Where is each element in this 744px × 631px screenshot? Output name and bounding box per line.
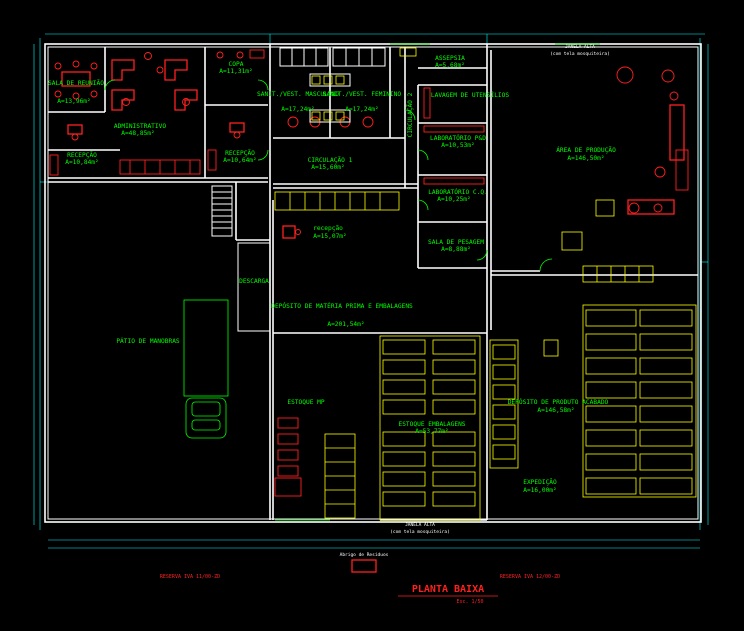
area-sala-pesagem: A=8,88m² [441,246,471,253]
room-estoque-mp: ESTOQUE MP [287,399,325,406]
room-assepsia: ASSEPSIA [435,55,465,62]
room-recepcao-deposito: recepção [313,225,343,232]
room-descarga: DESCARGA [239,278,269,285]
bottom-note-right: RESERVA IVA 12/00-ZD [500,574,560,580]
area-estoque-emb: A=53,77m² [415,428,449,435]
room-circulacao-1: CIRCULAÇÃO 1 [308,155,353,164]
room-circulacao-2: CIRCULAÇÃO 2 [405,92,414,137]
room-vest-fem: SANIT./VEST. FEMININO [323,91,402,98]
janela-bottom-label: JANELA ALTA [405,522,435,528]
area-vest-fem: A=17,24m² [345,106,379,113]
dimension-lines [33,33,709,549]
drawing-scale: Esc. 1/50 [456,599,483,605]
abrigo-label: Abrigo de Resíduos [340,551,389,558]
sanitary-fixtures [311,47,417,121]
sanitary-stalls [279,47,386,123]
janela-top-label: JANELA ALTA [565,44,595,50]
drawing-title: PLANTA BAIXA [412,584,484,595]
room-recepcao-2: RECEPÇÃO [225,148,255,157]
area-assepsia: A=5,68m² [435,62,465,69]
area-copa: A=11,31m² [219,68,253,75]
descarga-dock [237,242,271,332]
area-deposito-pa: A=146,58m² [537,407,574,414]
area-lab-pad: A=10,53m² [441,142,475,149]
room-area-producao: ÁREA DE PRODUÇÃO [556,145,616,154]
room-vest-masc: SANIT./VEST. MASCULINO [257,91,339,98]
room-lavagem: LAVAGEM DE UTENSÍLIOS [431,90,510,99]
room-sala-pesagem: SALA DE PESAGEM [428,239,484,246]
exterior-walls [44,43,702,523]
area-recepcao-deposito: A=15,07m² [313,233,347,240]
room-copa: COPA [229,61,244,68]
room-patio: PÁTIO DE MANOBRAS [116,336,180,345]
truck-symbol [183,299,229,439]
area-sala-reuniao: A=13,96m² [57,98,91,105]
abrigo-residuos-box [351,559,377,573]
office-furniture [49,49,689,239]
janela-bottom-note: (com tela mosquiteira) [390,529,450,535]
estoque-mp-boxes [274,417,302,497]
pallet-racks [274,191,697,521]
room-recepcao-1: RECEPÇÃO [67,150,97,159]
area-area-producao: A=146,50m² [567,155,604,162]
area-recepcao-2: A=10,64m² [223,157,257,164]
area-expedicao: A=16,00m² [523,487,557,494]
room-administrativo: ADMINISTRATIVO [114,123,166,130]
room-expedicao: EXPEDIÇÃO [523,477,557,486]
door-openings [104,43,600,521]
bottom-note-left: RESERVA IVA 11/00-ZD [160,574,220,580]
room-estoque-emb: ESTOQUE EMBALAGENS [398,421,465,428]
staircase [211,185,233,237]
room-lab-cq: LABORATÓRIO C.Q. [428,187,488,196]
area-administrativo: A=48,85m² [121,130,155,137]
room-lab-pad: LABORATÓRIO P&D [430,133,486,142]
janela-top-note: (com tela mosquiteira) [550,51,610,57]
area-recepcao-1: A=10,84m² [65,159,99,166]
room-deposito-pa: DEPÓSITO DE PRODUTO ACABADO [508,397,609,406]
area-circulacao-1: A=15,60m² [311,164,345,171]
room-deposito-mp: DEPÓSITO DE MATÉRIA PRIMA E EMBALAGENS [271,301,413,310]
room-sala-reuniao: SALA DE REUNIÃO [48,78,104,87]
area-vest-masc: A=17,24m² [281,106,315,113]
area-deposito-mp: A=201,54m² [327,321,364,328]
area-lab-cq: A=10,25m² [437,196,471,203]
